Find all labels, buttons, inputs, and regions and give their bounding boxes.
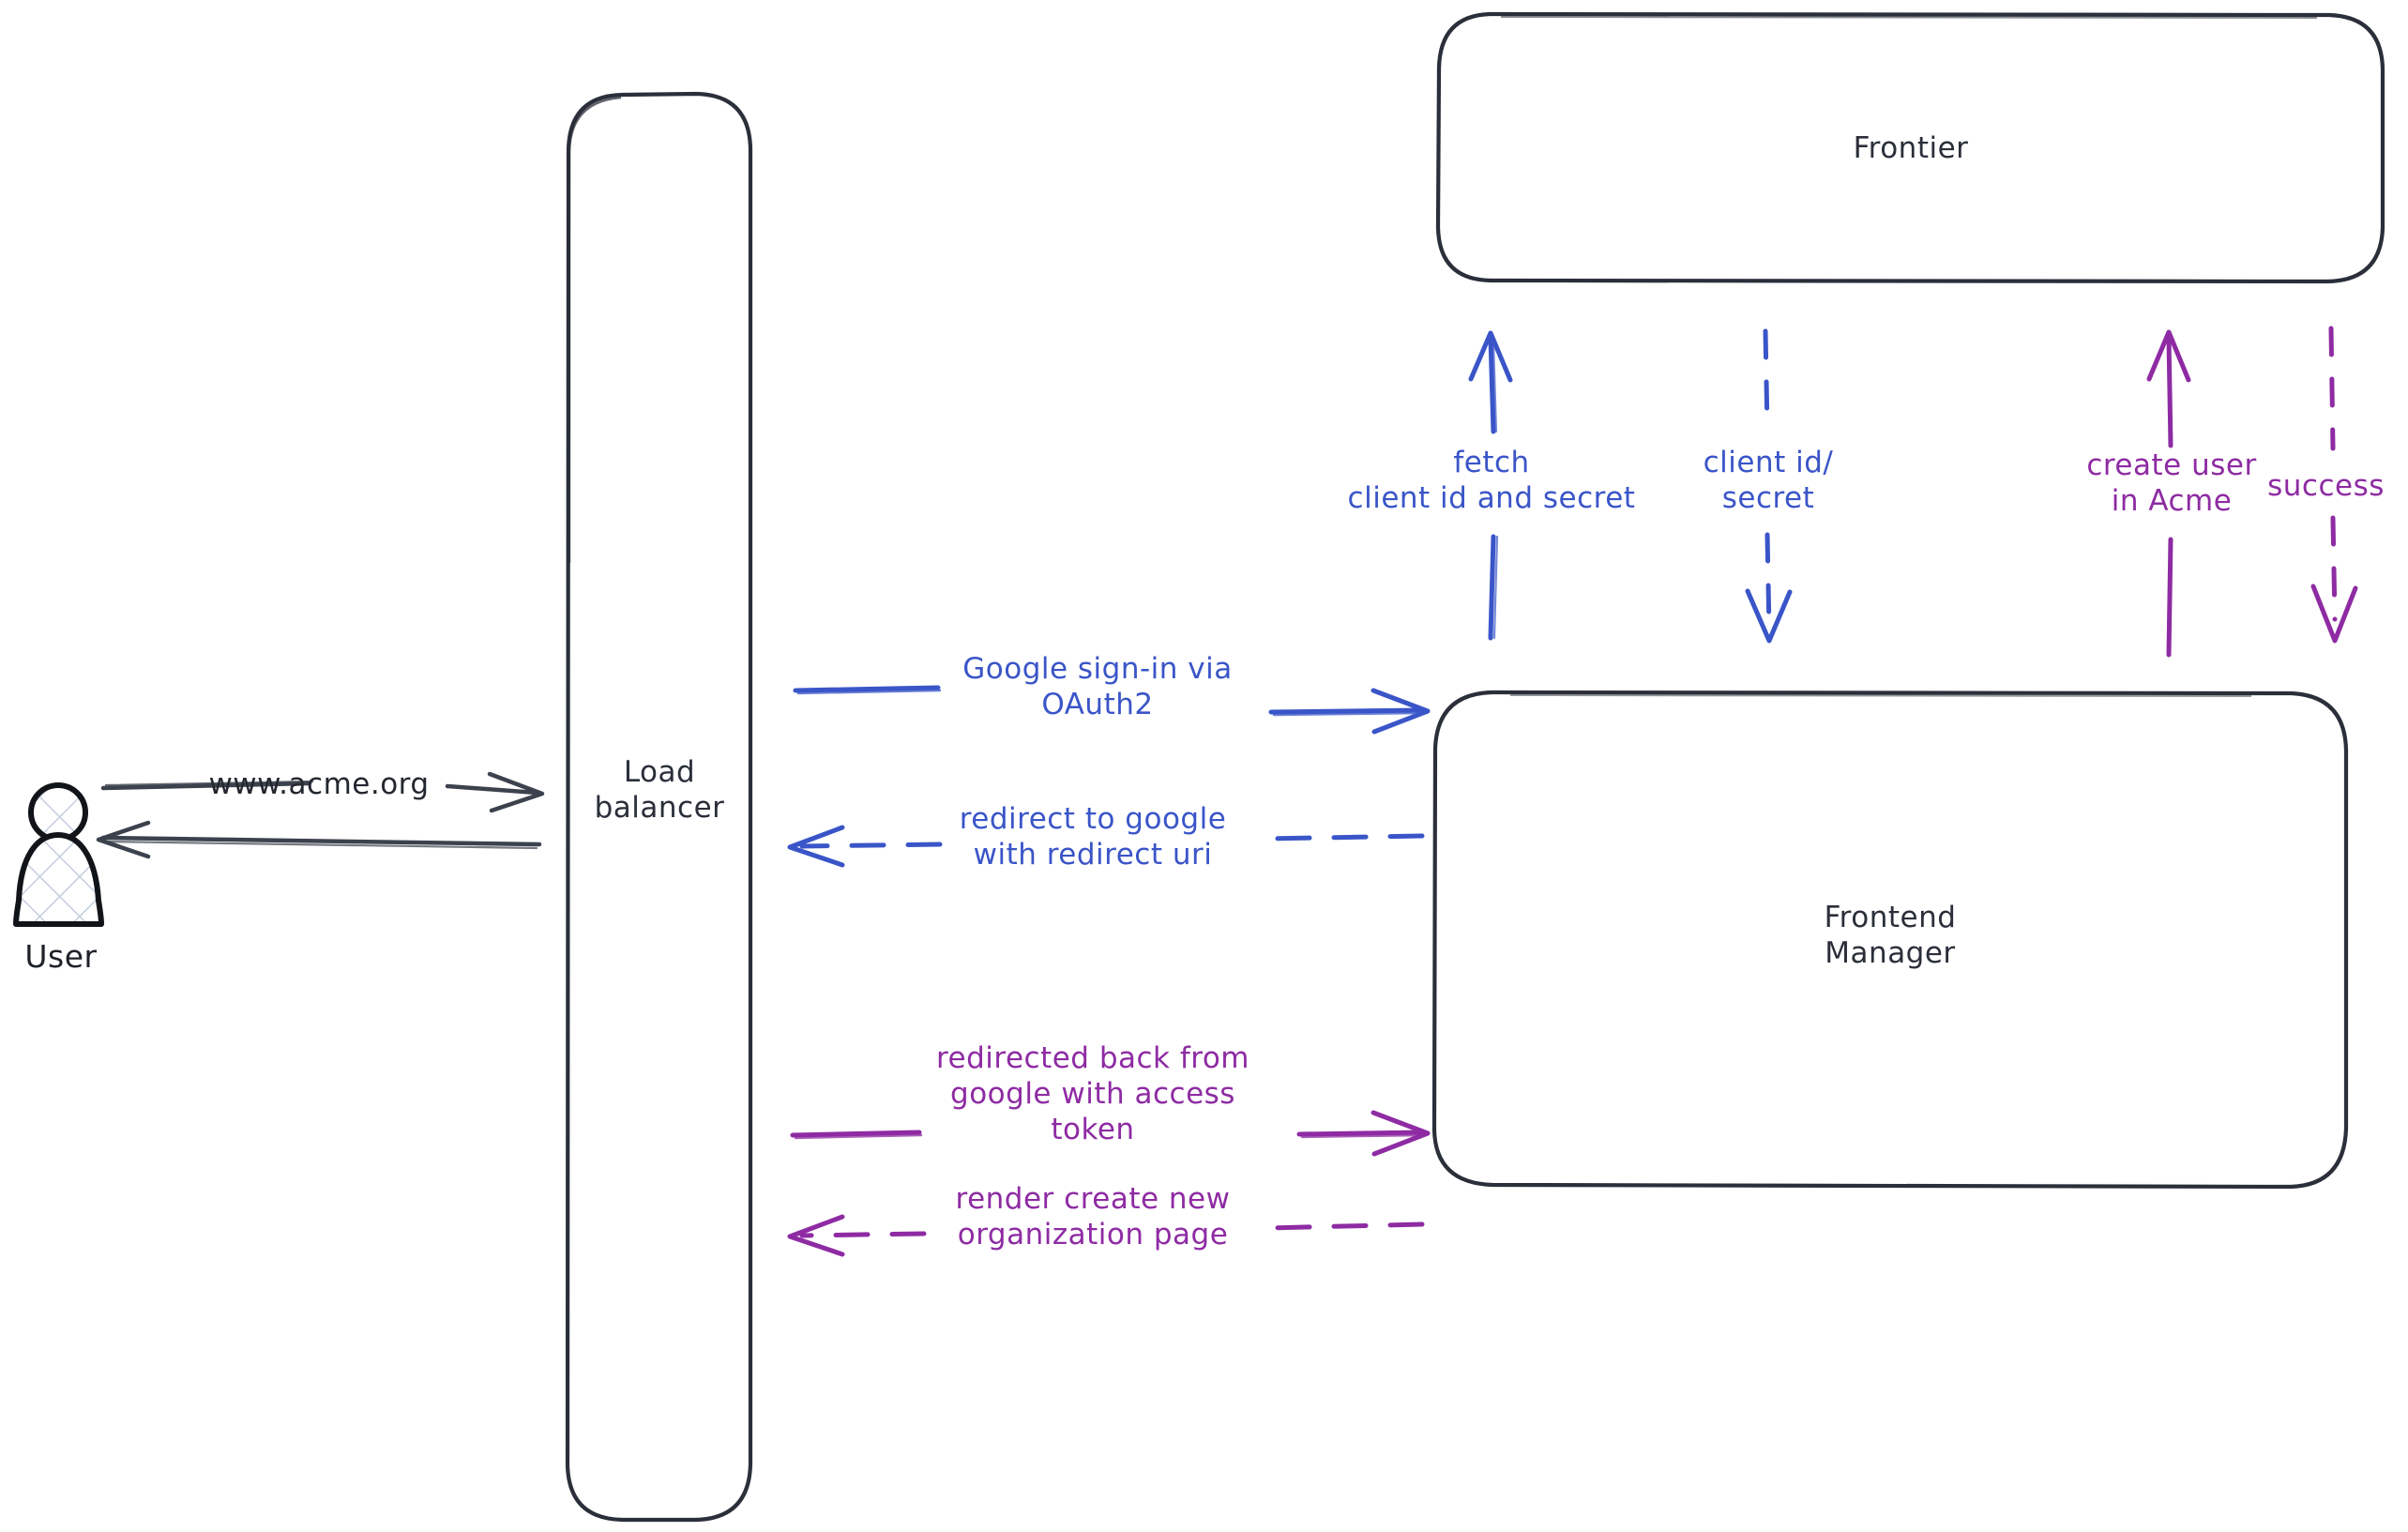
actor-user-icon <box>13 782 104 927</box>
edge-user-to-lb-line <box>100 771 545 813</box>
node-load-balancer-shape[interactable] <box>565 91 753 1523</box>
edge-lb-to-user-line <box>96 820 542 859</box>
edge-lb-to-fm-signin-line <box>793 685 1431 735</box>
edge-frontier-to-fm-creds-line <box>1745 328 1793 644</box>
edge-fm-to-frontier-fetch-line <box>1468 330 1513 641</box>
edge-fm-to-lb-redirect-line <box>787 825 1425 868</box>
node-frontend-manager-shape[interactable] <box>1431 690 2349 1190</box>
edge-fm-to-frontier-create-line <box>2146 329 2191 658</box>
node-frontier-shape[interactable] <box>1435 11 2385 284</box>
edge-frontier-to-fm-success-line <box>2310 326 2358 644</box>
edge-fm-to-lb-render-line <box>787 1214 1425 1257</box>
edge-lb-to-fm-token-line <box>790 1110 1431 1157</box>
